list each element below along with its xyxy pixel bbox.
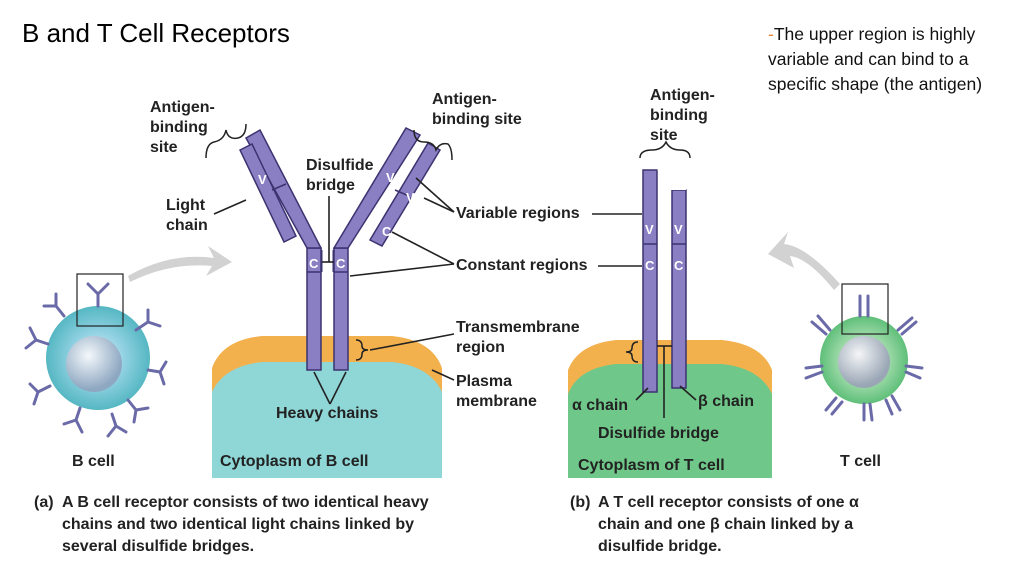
tcell-beta-c: C (674, 258, 684, 273)
bcell-cytoplasm-label: Cytoplasm of B cell (220, 453, 369, 470)
tcell-site-bracket (639, 140, 691, 159)
label-line: Disulfide (306, 157, 374, 174)
label-line: binding (650, 107, 708, 124)
tcell-plasma-membrane (568, 340, 772, 394)
caption-line: disulfide bridge. (598, 538, 722, 555)
bcell-caption-tag: (a) (34, 494, 54, 511)
light-chain-label: Light chain (166, 196, 208, 236)
bcell-left-heavy-c: C (309, 256, 319, 271)
tcell-disulfide-label: Disulfide bridge (598, 425, 719, 442)
caption-line: several disulfide bridges. (62, 538, 255, 555)
slide-title: B and T Cell Receptors (22, 18, 290, 48)
tcell-zoom-box (841, 283, 889, 335)
bcell-left-light-c: C (266, 224, 276, 239)
tcell-caption-tag: (b) (570, 494, 591, 511)
bcell-left-heavy-v: V (258, 172, 267, 187)
bcell-right-heavy-c: C (336, 256, 346, 271)
label-line: bridge (306, 177, 355, 194)
bcell-right-light-c: C (382, 224, 392, 239)
tcell-alpha-v: V (645, 222, 654, 237)
tcell-zoom-arrow (768, 232, 840, 290)
bcell-cytoplasm-area (212, 338, 442, 478)
label-line: Antigen- (432, 91, 497, 108)
bcell-right-heavy-v: V (386, 170, 395, 185)
label-line: Plasma (456, 373, 513, 390)
bcell-left-site-bracket (205, 123, 247, 159)
tcell-beta-v: V (674, 222, 683, 237)
tcell-receptor (642, 166, 687, 393)
bcell-right-antigen-site-label: Antigen- binding site (432, 90, 522, 130)
bcell-label: B cell (72, 453, 115, 470)
caption-line: A T cell receptor consists of one α (598, 494, 859, 511)
note-body: The upper region is highly variable and … (768, 24, 983, 94)
bcell-transmembrane-bracket (355, 339, 369, 361)
tcell-cytoplasm-label: Cytoplasm of T cell (578, 457, 725, 474)
tcell-caption: (b) A T cell receptor consists of one α c… (570, 492, 859, 558)
bcell-left-light-v: V (236, 192, 245, 207)
bcell-plasma-membrane (212, 336, 442, 392)
bcell-receptor (239, 127, 442, 371)
tcell-label: T cell (840, 453, 881, 470)
label-line: binding (150, 119, 208, 136)
label-line: chain (166, 217, 208, 234)
bcell-disulfide-label: Disulfide bridge (306, 156, 374, 196)
constant-regions-label: Constant regions (456, 257, 588, 274)
bcell-left-antigen-site-label: Antigen- binding site (150, 98, 215, 158)
tcell-alpha-c: C (645, 258, 655, 273)
label-line: membrane (456, 393, 537, 410)
tcell-cytoplasm-area (568, 342, 772, 478)
label-line: Light (166, 197, 206, 214)
note-dash: - (768, 24, 774, 44)
label-line: site (150, 139, 178, 156)
tcell-illustration (804, 283, 924, 422)
label-line: region (456, 339, 505, 356)
bcell-zoom-box (76, 273, 124, 327)
bcell-right-light-v: V (406, 190, 415, 205)
caption-line: A B cell receptor consists of two identi… (62, 494, 429, 511)
bcell-illustration (24, 273, 168, 438)
bcell-caption: (a) A B cell receptor consists of two ide… (34, 492, 429, 558)
tcell-transmembrane-bracket (625, 341, 639, 363)
tcell-antigen-site-label: Antigen- binding site (650, 86, 715, 146)
heavy-chains-label: Heavy chains (276, 405, 379, 422)
label-line: Antigen- (650, 87, 715, 104)
transmembrane-label: Transmembrane region (456, 318, 580, 358)
label-line: binding site (432, 111, 522, 128)
caption-line: chain and one β chain linked by a (598, 516, 854, 533)
beta-chain-label: β chain (698, 393, 754, 410)
bcell-zoom-arrow (128, 246, 232, 282)
label-line: Transmembrane (456, 319, 580, 336)
plasma-membrane-label: Plasma membrane (456, 372, 537, 412)
variable-regions-label: Variable regions (456, 205, 580, 222)
note-text: -The upper region is highly variable and… (768, 22, 998, 97)
caption-line: chains and two identical light chains li… (62, 516, 415, 533)
alpha-chain-label: α chain (572, 397, 629, 414)
bcell-right-site-bracket (413, 129, 453, 161)
label-line: Antigen- (150, 99, 215, 116)
label-line: site (650, 127, 678, 144)
